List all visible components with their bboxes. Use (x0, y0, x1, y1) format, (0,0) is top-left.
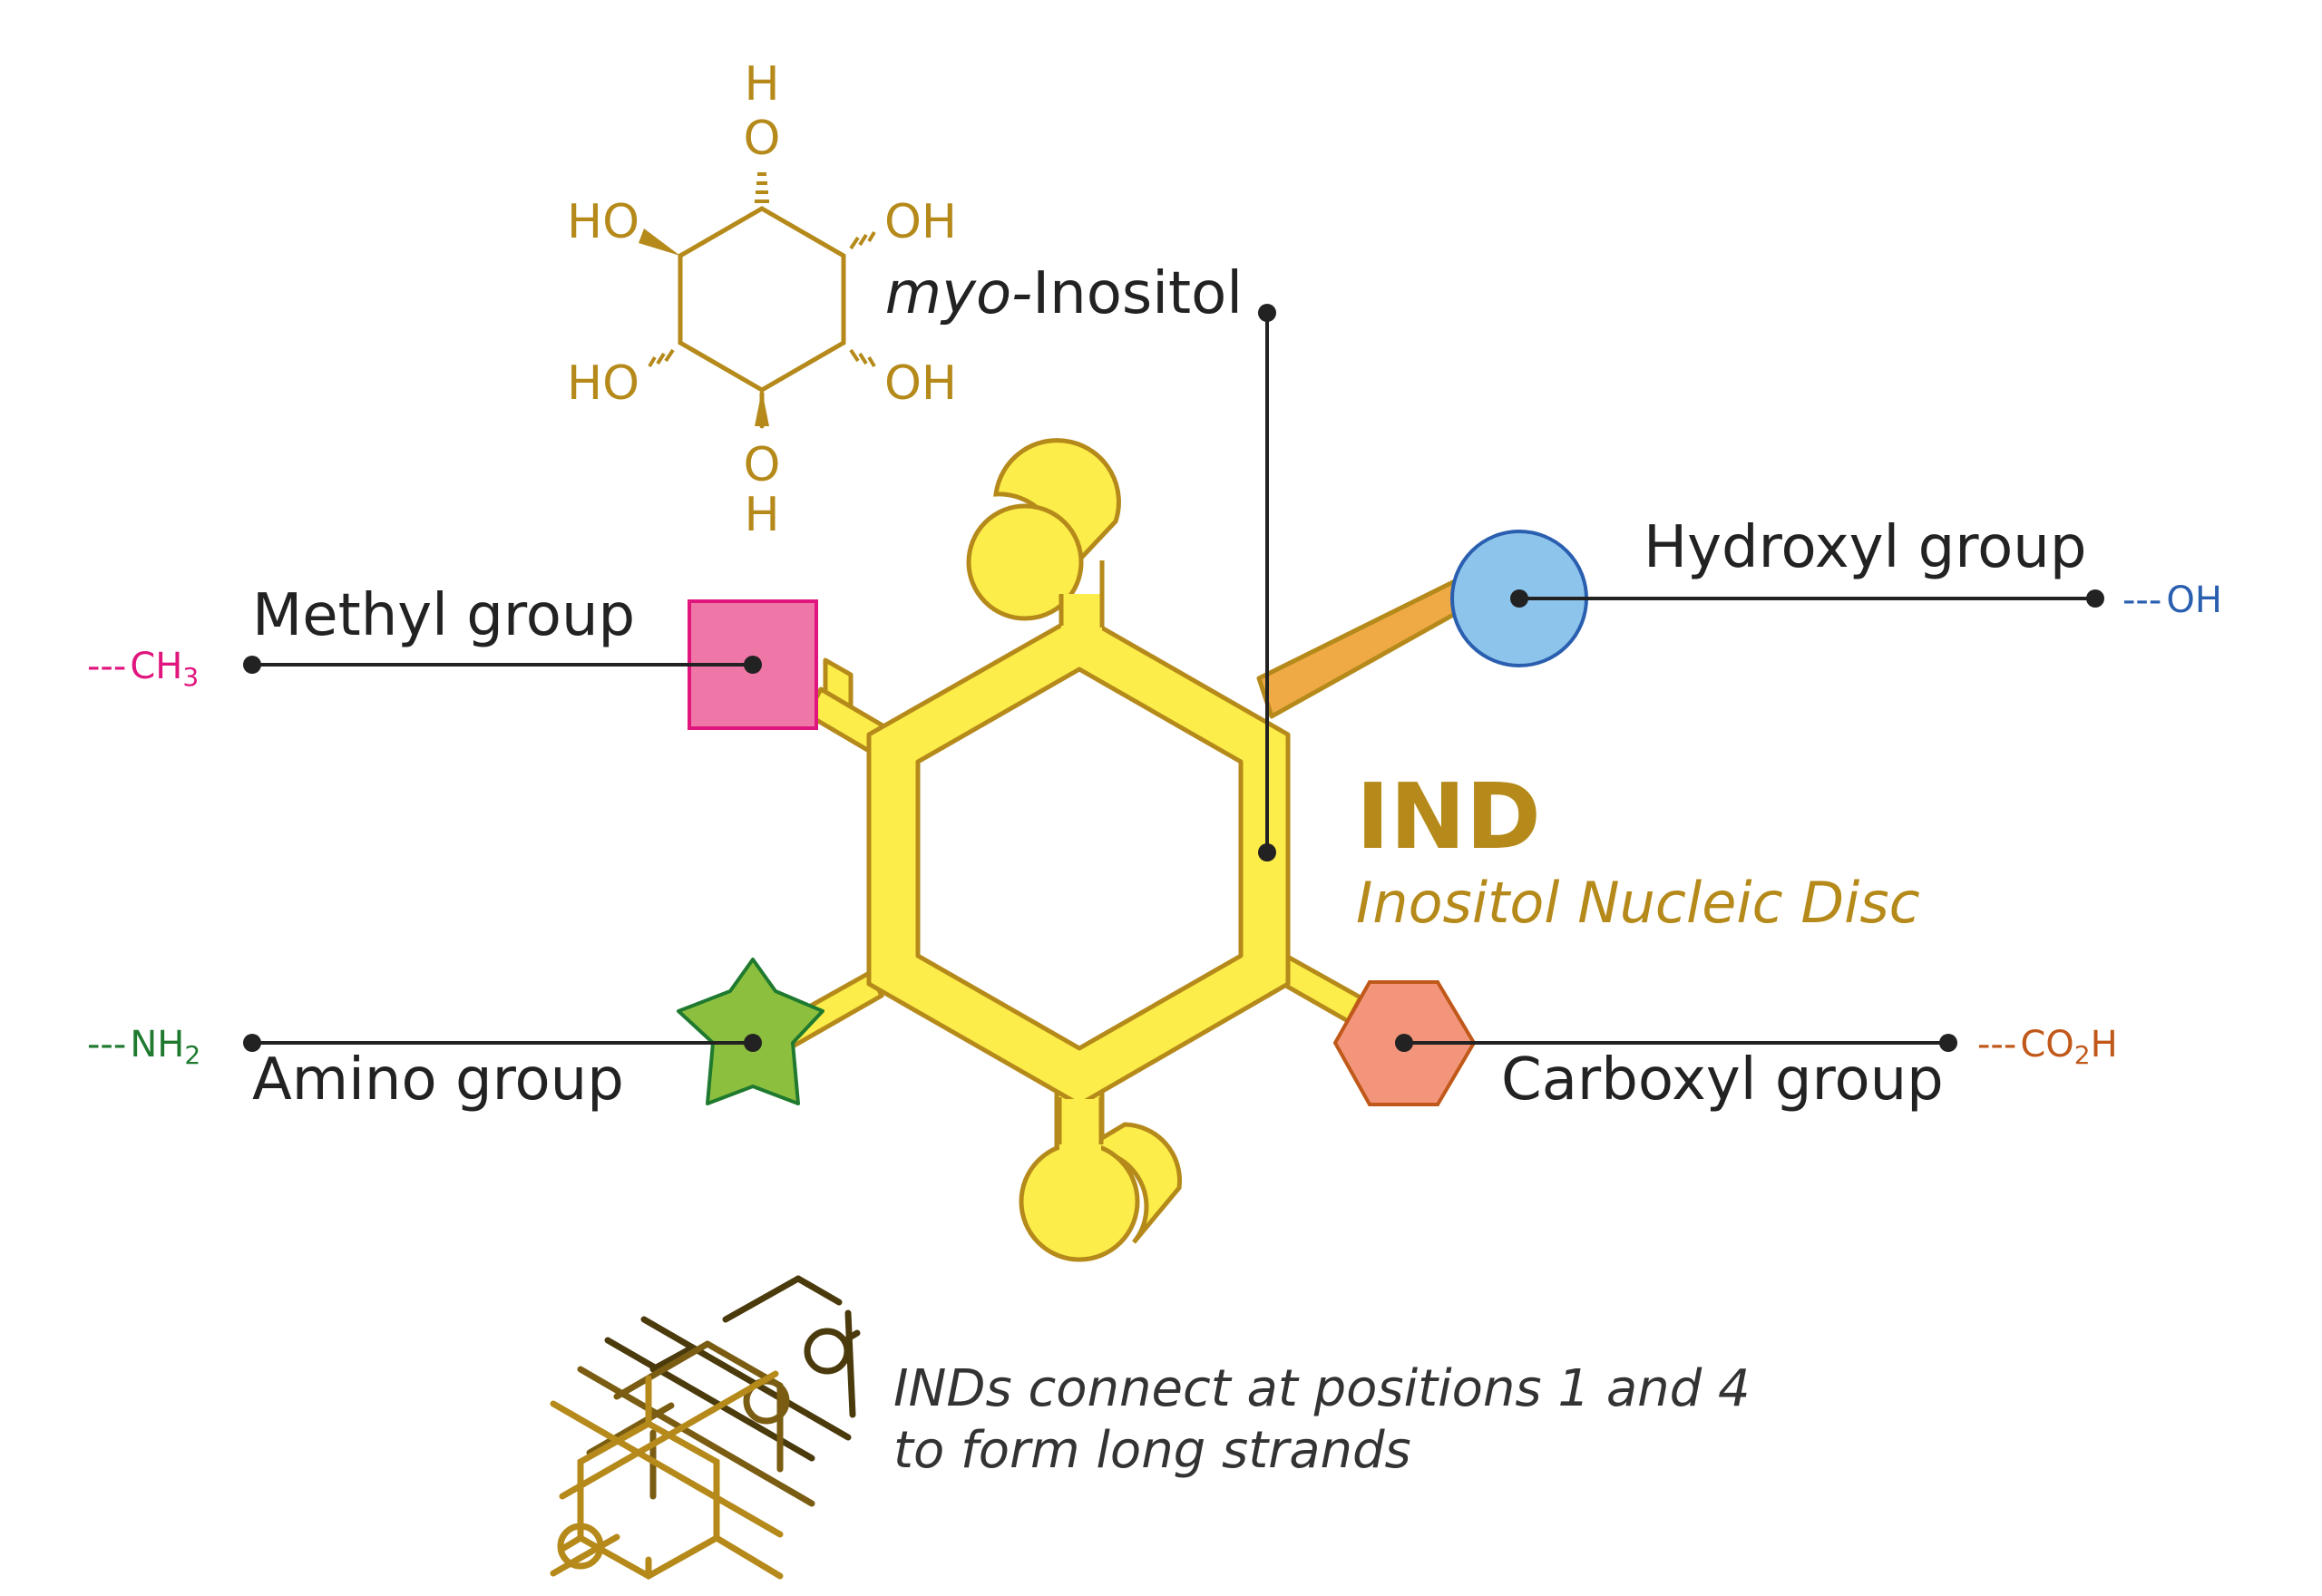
right-bottom-oh-label: OH (884, 356, 957, 411)
carboxyl-formula: ---CO2H (1977, 1024, 2118, 1070)
myo-inositol-label: myo-Inositol (885, 260, 1243, 327)
left-top-ho-label: HO (567, 195, 639, 249)
wedge-bond-left (639, 229, 680, 256)
inositol-ring (678, 206, 846, 393)
carboxyl-group-label: Carboxyl group (1501, 1046, 1944, 1114)
ind-title: IND (1356, 764, 1541, 870)
right-top-oh-label: OH (884, 195, 957, 249)
inositol-name: Inositol (1032, 260, 1243, 327)
bottom-o-label: O (744, 438, 781, 492)
methyl-group-label: Methyl group (252, 582, 635, 649)
hydroxyl-group-label: Hydroxyl group (1644, 514, 2086, 581)
strand-note-line1: INDs connect at positions 1 and 4 (893, 1359, 1751, 1418)
myo-inositol-structure: H O HO OH HO OH O H (567, 57, 957, 542)
wedge-bond-bottom (755, 390, 769, 426)
top-h-label: H (744, 57, 779, 112)
amino-group-label: Amino group (252, 1046, 624, 1114)
ind-model (677, 438, 1588, 1262)
hashed-bonds (648, 172, 876, 368)
strand-illustration-icon (550, 1275, 861, 1581)
inositol-disc-ring (866, 612, 1291, 1107)
top-o-label: O (744, 112, 781, 166)
methyl-formula: ---CH3 (87, 646, 199, 692)
strand-note-line2: to form long strands (893, 1421, 1411, 1480)
amino-star (677, 958, 824, 1105)
bottom-h-label: H (744, 488, 779, 542)
ind-subtitle: Inositol Nucleic Disc (1356, 870, 1920, 936)
leader-dots (243, 304, 2104, 1052)
myo-prefix: myo- (885, 260, 1032, 327)
top-stalk-fill (1061, 594, 1102, 639)
leader-lines (252, 313, 2095, 1045)
top-roller (966, 438, 1121, 621)
hydroxyl-formula: ---OH (2122, 579, 2222, 621)
left-bottom-ho-label: HO (567, 356, 639, 411)
amino-formula: ---NH2 (87, 1024, 200, 1070)
